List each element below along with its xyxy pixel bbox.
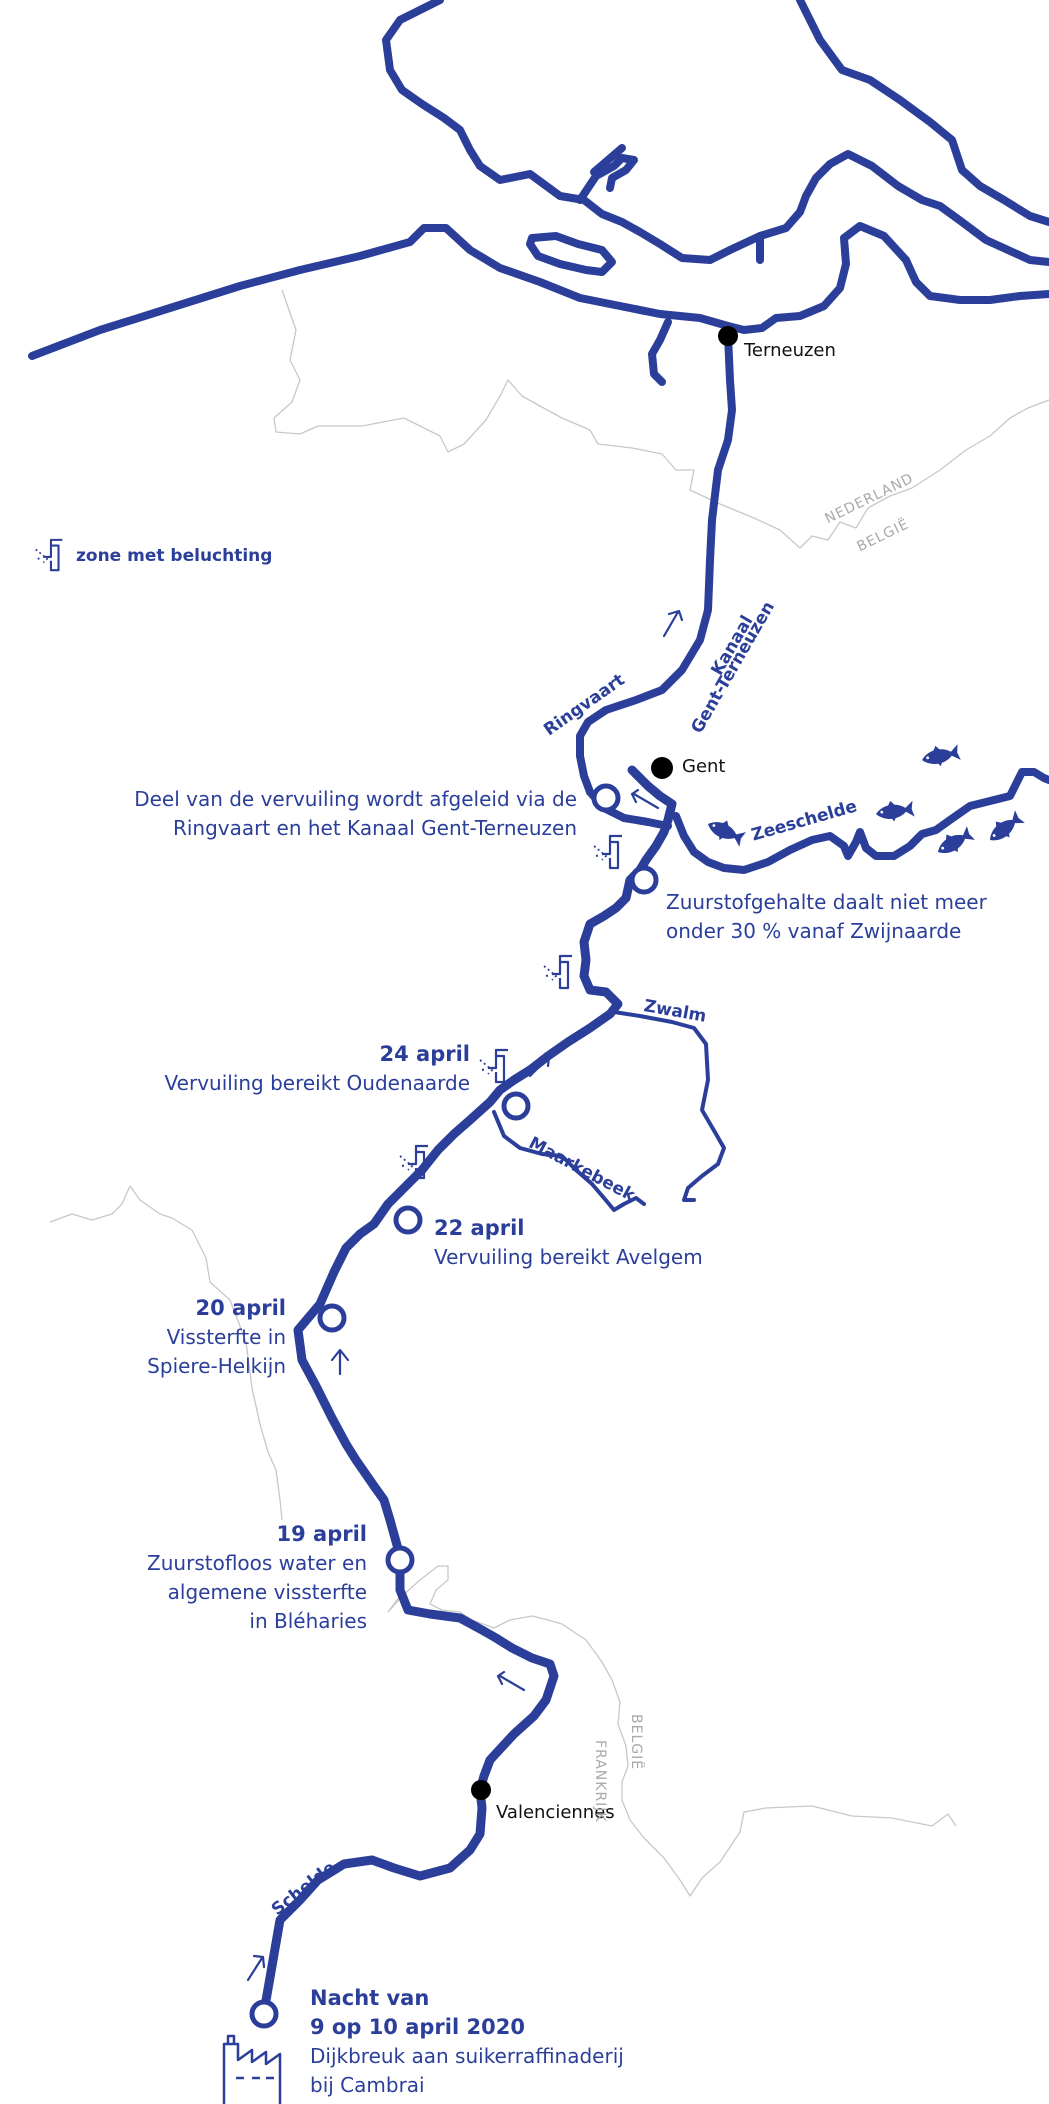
legend: zone met beluchting bbox=[32, 538, 272, 574]
event-zwijnaarde-line1: Zuurstofgehalte daalt niet meer bbox=[666, 890, 987, 914]
country-borders bbox=[49, 289, 1049, 1897]
terneuzen-dot bbox=[718, 326, 738, 346]
event-divert-line2: Ringvaart en het Kanaal Gent-Terneuzen bbox=[172, 816, 577, 840]
label-belgie-south: BELGIË bbox=[628, 1714, 644, 1771]
marker-22-april bbox=[393, 1205, 423, 1235]
marker-zwijnaarde bbox=[629, 865, 659, 895]
canal-and-ringvaart bbox=[576, 332, 736, 830]
event-19-april-date: 19 april bbox=[276, 1522, 368, 1546]
event-start-line1: Dijkbreuk aan suikerraffinaderij bbox=[310, 2044, 624, 2068]
city-gent: Gent bbox=[682, 756, 726, 777]
event-start-date1: Nacht van bbox=[310, 1986, 430, 2010]
estuary-outline bbox=[28, 0, 1049, 386]
schelde-river bbox=[259, 765, 677, 2017]
event-start-date2: 9 op 10 april 2020 bbox=[310, 2015, 525, 2039]
aeration-icon bbox=[398, 834, 624, 1180]
event-divert-line1: Deel van de vervuiling wordt afgeleid vi… bbox=[134, 787, 577, 811]
event-19-april: 19 april Zuurstofloos water en algemene … bbox=[147, 1520, 367, 1636]
event-start: Nacht van 9 op 10 april 2020 Dijkbreuk a… bbox=[310, 1984, 624, 2100]
gent-dot bbox=[651, 757, 673, 779]
event-20-april-line1: Vissterfte in bbox=[166, 1325, 286, 1349]
event-20-april-date: 20 april bbox=[195, 1296, 287, 1320]
city-valenciennes: Valenciennes bbox=[496, 1802, 615, 1823]
marker-24-april bbox=[501, 1091, 531, 1121]
legend-label: zone met beluchting bbox=[76, 546, 273, 566]
marker-19-april bbox=[385, 1545, 415, 1575]
zwalm-river bbox=[612, 1010, 726, 1202]
event-22-april: 22 april Vervuiling bereikt Avelgem bbox=[434, 1214, 703, 1272]
marker-gent-divert bbox=[591, 783, 621, 813]
event-zwijnaarde-line2: onder 30 % vanaf Zwijnaarde bbox=[666, 919, 962, 943]
city-terneuzen: Terneuzen bbox=[744, 340, 836, 361]
label-frankrijk: FRANKRIJK bbox=[592, 1740, 608, 1823]
marker-cambrai bbox=[249, 1999, 279, 2029]
event-22-april-line1: Vervuiling bereikt Avelgem bbox=[434, 1245, 703, 1269]
factory-icon bbox=[222, 2034, 282, 2104]
event-24-april-date: 24 april bbox=[379, 1042, 471, 1066]
event-24-april-line1: Vervuiling bereikt Oudenaarde bbox=[164, 1071, 470, 1095]
zeeschelde-river bbox=[672, 768, 1049, 874]
event-22-april-date: 22 april bbox=[434, 1216, 525, 1240]
event-20-april-line2: Spiere-Helkijn bbox=[147, 1354, 286, 1378]
event-start-line2: bij Cambrai bbox=[310, 2073, 425, 2097]
event-divert: Deel van de vervuiling wordt afgeleid vi… bbox=[134, 785, 577, 843]
flow-arrow-icon bbox=[246, 609, 684, 1982]
event-19-april-line1: Zuurstofloos water en bbox=[147, 1551, 367, 1575]
event-24-april: 24 april Vervuiling bereikt Oudenaarde bbox=[165, 1040, 470, 1098]
event-19-april-line2: algemene vissterfte bbox=[167, 1580, 367, 1604]
event-19-april-line3: in Bléharies bbox=[249, 1609, 367, 1633]
maarkebeek-river bbox=[492, 1110, 646, 1212]
marker-20-april bbox=[317, 1303, 347, 1333]
event-20-april: 20 april Vissterfte in Spiere-Helkijn bbox=[147, 1294, 286, 1381]
aeration-icon bbox=[34, 538, 64, 572]
valenciennes-dot bbox=[471, 1780, 491, 1800]
event-zwijnaarde: Zuurstofgehalte daalt niet meer onder 30… bbox=[666, 888, 987, 946]
